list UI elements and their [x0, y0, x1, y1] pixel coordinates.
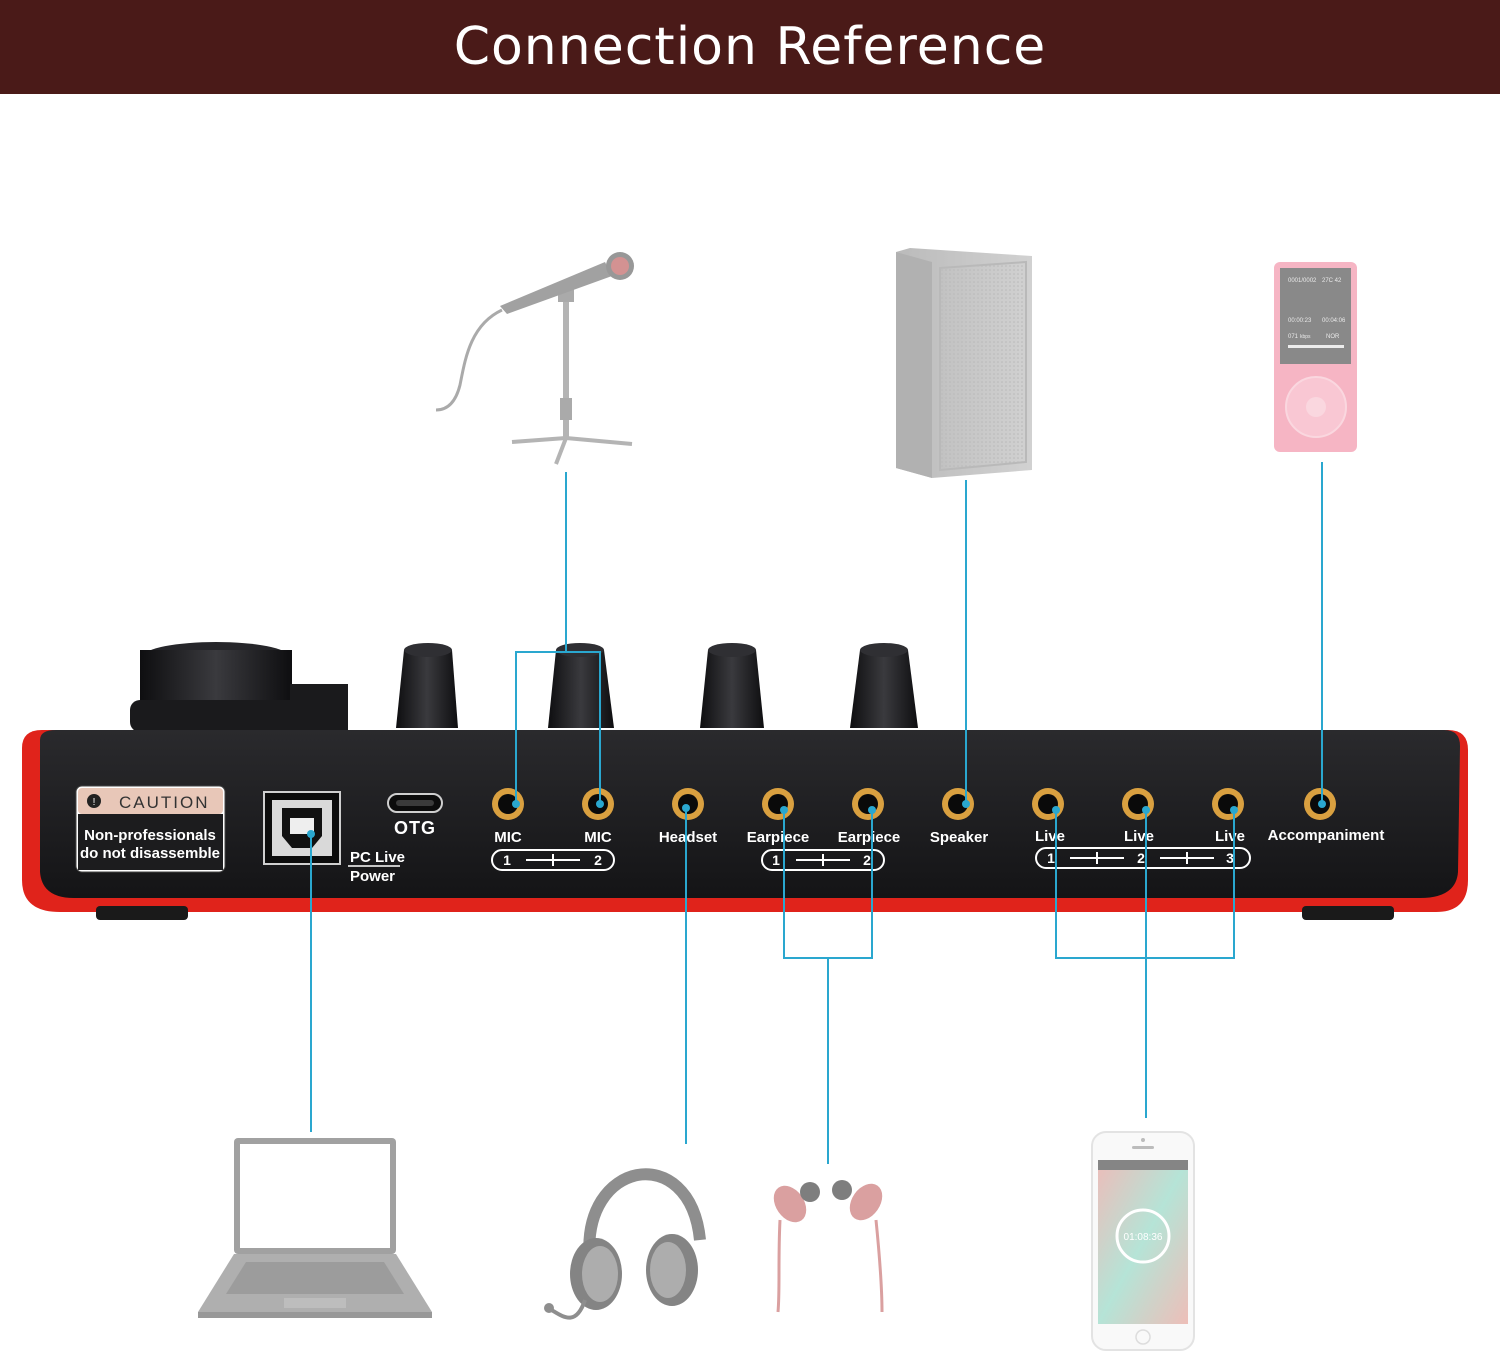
earpiece-group-num-2: 2: [863, 852, 871, 868]
caution-label: ! CAUTION Non-professionals do not disas…: [75, 785, 226, 873]
mp3-screen-total: 00:04:06: [1322, 318, 1346, 324]
mp3-screen-elapsed: 00:00:23: [1288, 318, 1312, 324]
headset-label: Headset: [659, 829, 717, 846]
title-banner: Connection Reference: [0, 0, 1500, 94]
mp3-screen-temp: 27C 42: [1322, 278, 1342, 284]
usb-b-port[interactable]: [263, 791, 341, 865]
phone-clock: 01:08:36: [1124, 1232, 1163, 1243]
speaker-icon: [896, 248, 1032, 478]
sound-card-device: [22, 642, 1468, 920]
knob-1[interactable]: [396, 643, 458, 728]
earpiece-jack-1[interactable]: [762, 788, 794, 820]
live-jack-2[interactable]: [1122, 788, 1154, 820]
page-title: Connection Reference: [453, 17, 1047, 77]
otg-port[interactable]: [387, 793, 443, 813]
live-label-2: Live: [1124, 828, 1154, 845]
mp3-screen-track: 0001/0002: [1288, 278, 1317, 284]
otg-label: OTG: [394, 818, 436, 838]
earpiece-jack-2[interactable]: [852, 788, 884, 820]
earpiece-group-num-1: 1: [772, 852, 780, 868]
mic-label-2: MIC: [584, 829, 612, 846]
knob-3[interactable]: [700, 643, 764, 728]
mp3-screen-kbps: kbps: [1300, 334, 1311, 340]
mp3-screen-bitrate: 071: [1288, 334, 1299, 340]
caution-line2: do not disassemble: [80, 845, 220, 862]
live-group-num-3: 3: [1226, 850, 1234, 866]
live-jack-3[interactable]: [1212, 788, 1244, 820]
mp3-player-icon: 0001/0002 27C 42 00:00:23 00:04:06 071 k…: [1274, 262, 1357, 452]
mp3-screen-eq: NOR: [1326, 334, 1340, 340]
usb-label-power: Power: [350, 868, 395, 885]
live-label-3: Live: [1215, 828, 1245, 845]
headset-jack[interactable]: [672, 788, 704, 820]
connector-lines: [310, 462, 1323, 1164]
live-group-num-1: 1: [1047, 850, 1055, 866]
main-volume-knob: [140, 650, 292, 702]
usb-label-pc-live: PC Live: [350, 849, 405, 866]
earpiece-label-1: Earpiece: [747, 829, 810, 846]
earpiece-label-2: Earpiece: [838, 829, 901, 846]
smartphone-icon: 01:08:36: [1091, 1131, 1195, 1351]
earphones-icon: [773, 1180, 884, 1313]
svg-text:!: !: [93, 797, 96, 808]
mic-label-1: MIC: [494, 829, 522, 846]
caution-title: CAUTION: [119, 793, 210, 812]
knob-4[interactable]: [850, 643, 918, 728]
knob-2[interactable]: [548, 643, 614, 728]
live-group-num-2: 2: [1137, 850, 1145, 866]
live-jack-1[interactable]: [1032, 788, 1064, 820]
accompaniment-label: Accompaniment: [1268, 827, 1385, 844]
mic-group-num-2: 2: [594, 852, 602, 868]
headphones-icon: [544, 1168, 706, 1320]
laptop-icon: [198, 1138, 432, 1318]
speaker-label: Speaker: [930, 829, 989, 846]
mic-group-num-1: 1: [503, 852, 511, 868]
caution-line1: Non-professionals: [84, 827, 216, 844]
microphone-icon: [435, 252, 634, 465]
live-label-1: Live: [1035, 828, 1065, 845]
group-brackets: [491, 847, 1251, 871]
